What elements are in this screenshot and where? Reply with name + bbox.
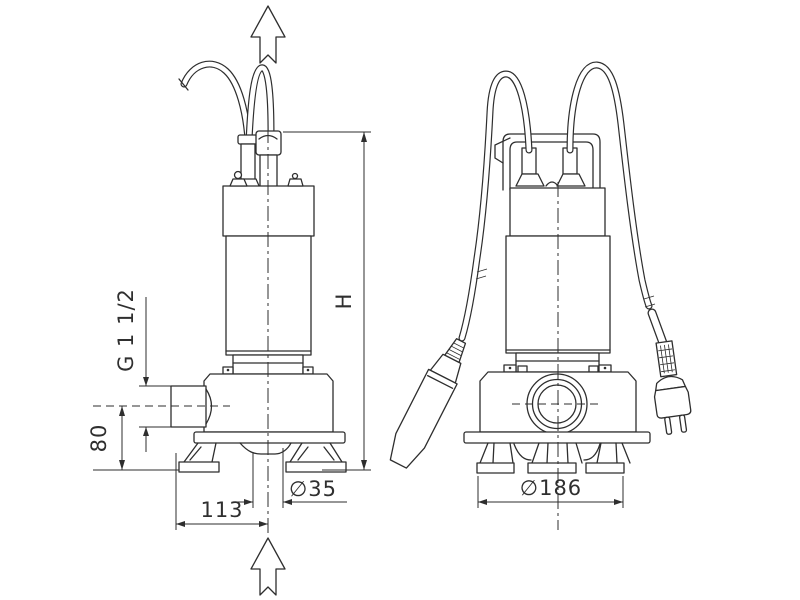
plug-pin xyxy=(678,414,688,433)
dimension-thread: G 1 1/2 xyxy=(114,288,172,452)
pump-base-side xyxy=(178,431,347,473)
pump-base-front xyxy=(463,431,651,474)
inflow-arrow-icon xyxy=(250,537,286,596)
power-cable-front xyxy=(566,61,668,348)
dim-label-overall-height: H xyxy=(332,293,356,310)
carry-handle xyxy=(494,133,601,191)
dim-label-outlet-height: 80 xyxy=(87,424,111,453)
front-view: ∅186 xyxy=(389,61,692,530)
dim-label-thread: G 1 1/2 xyxy=(114,288,138,372)
dim-label-base-diameter: ∅186 xyxy=(520,476,582,500)
float-cable xyxy=(458,70,533,342)
dimension-outlet-height: 80 xyxy=(87,406,179,471)
power-plug xyxy=(653,340,692,435)
dimension-inlet-diameter: ∅35 xyxy=(233,448,347,508)
cable-glands-front xyxy=(515,147,586,187)
float-switch xyxy=(389,338,467,469)
plug-pin xyxy=(664,416,673,435)
outflow-arrow-icon xyxy=(250,5,286,64)
dimension-base-diameter: ∅186 xyxy=(477,476,624,508)
handle-clip xyxy=(494,137,511,164)
dimension-overall-height: H xyxy=(283,131,371,471)
dimension-outlet-offset: 113 xyxy=(175,453,268,530)
dim-label-inlet-diameter: ∅35 xyxy=(289,477,337,501)
side-view: H 80 G 1 1/2 113 xyxy=(87,5,371,596)
power-cable-side xyxy=(178,60,275,145)
